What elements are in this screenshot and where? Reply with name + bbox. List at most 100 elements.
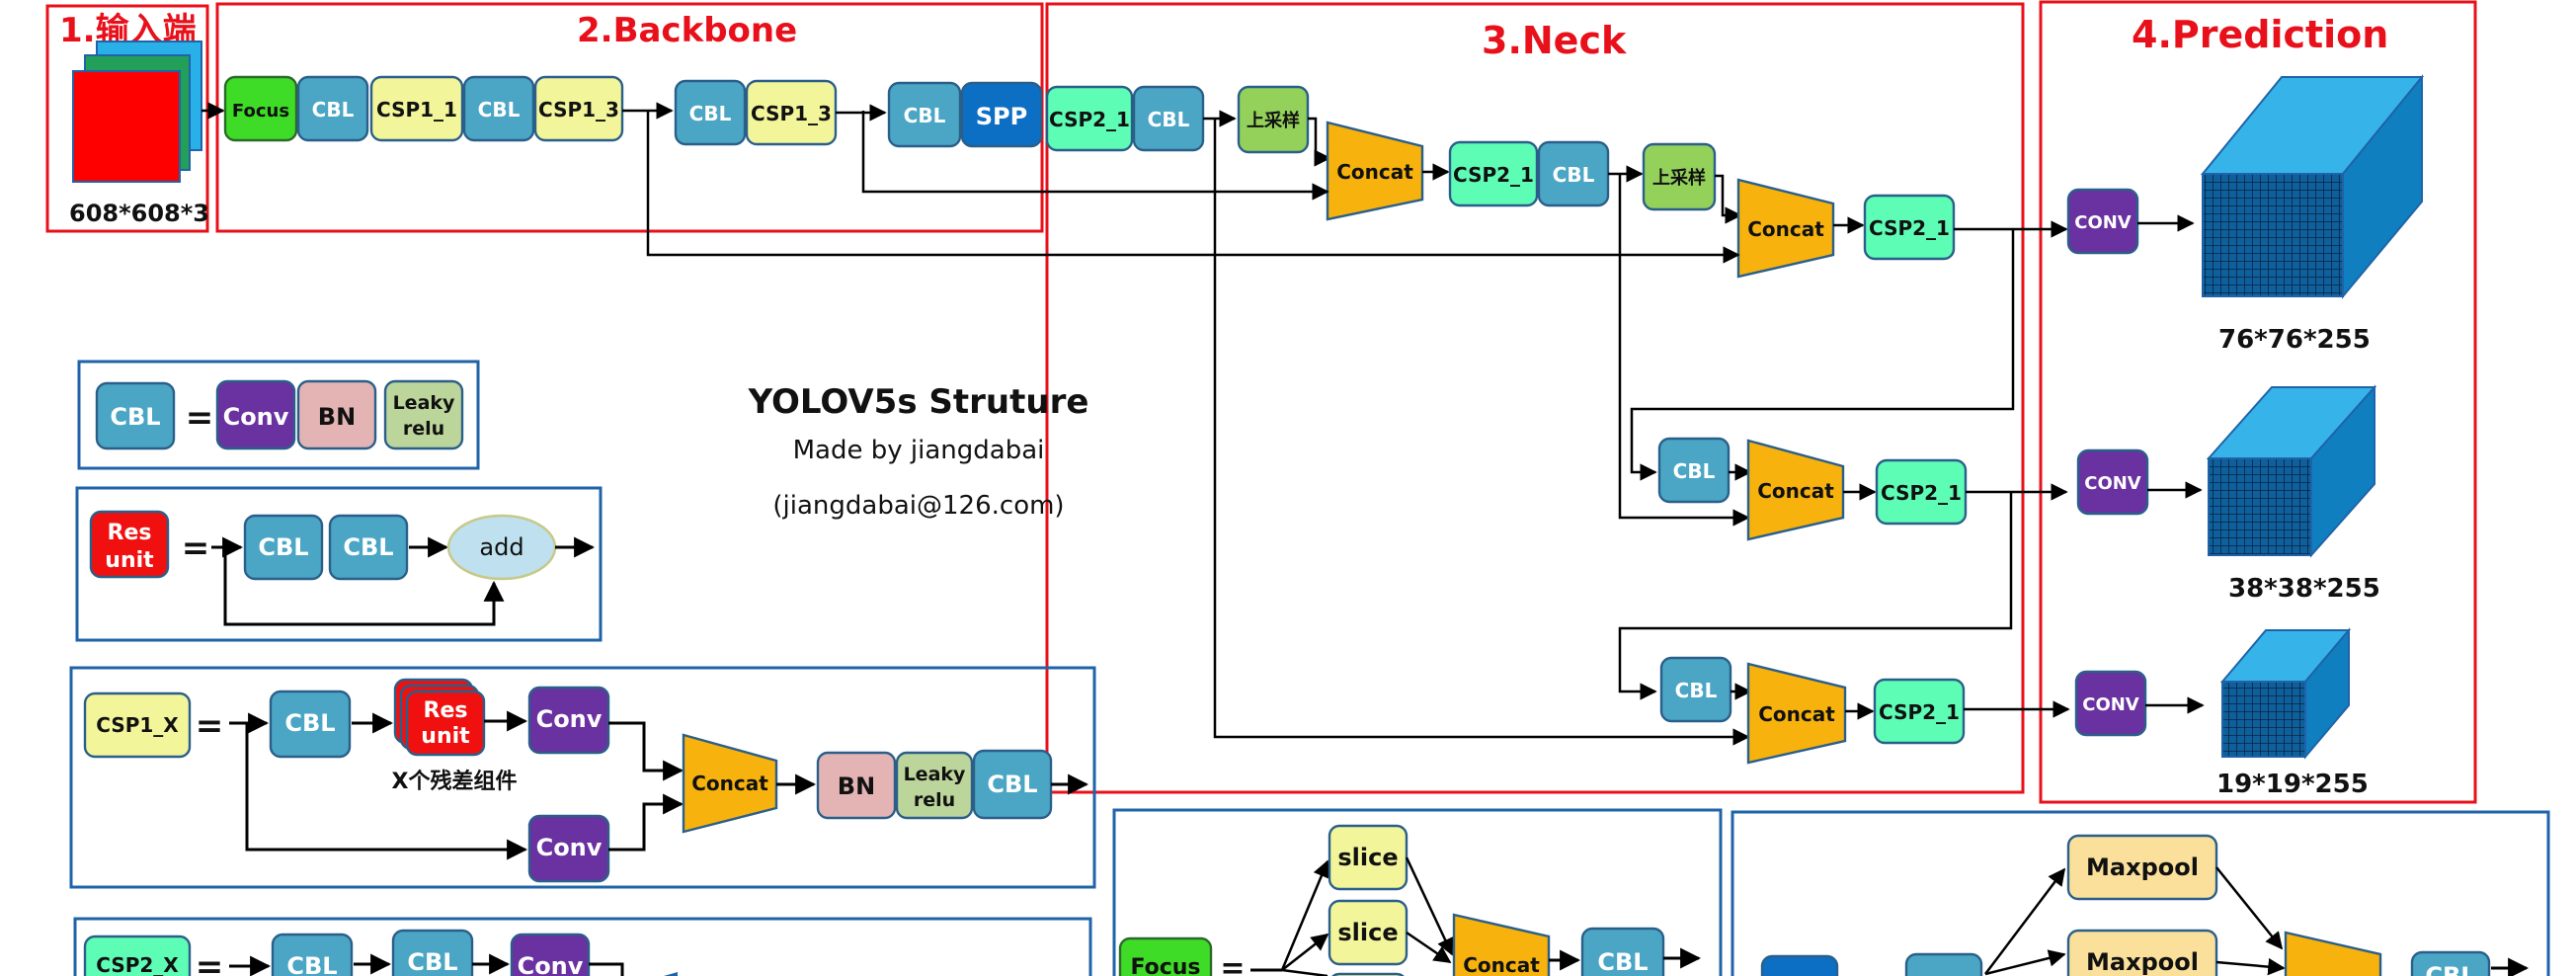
- cbl-block-neck-4: CBL: [1659, 656, 1732, 723]
- svg-text:CBL: CBL: [1597, 948, 1648, 976]
- svg-text:slice: slice: [1337, 844, 1398, 871]
- csp2-1-block-neck-1: CSP2_1: [1045, 85, 1134, 152]
- concat-block-1: Concat: [1326, 121, 1424, 221]
- output-cube-1: [2200, 74, 2425, 299]
- focus-block: Focus: [223, 75, 298, 142]
- svg-text:上采样: 上采样: [1652, 167, 1706, 189]
- conv-block-pred-3: CONV: [2074, 670, 2147, 737]
- legend-maxpool-2: Maxpool: [2066, 929, 2218, 976]
- arrow-slice-2-concat: [1406, 931, 1452, 964]
- legend-csp1x-equals: =: [196, 706, 224, 746]
- legend-csp1x-resunit-stack: Res unit: [393, 678, 486, 757]
- arrow-maxpool-2-concat: [2215, 957, 2286, 976]
- upsample-block-2: 上采样: [1642, 142, 1717, 211]
- upsample-block-1: 上采样: [1237, 85, 1310, 154]
- svg-text:CBL: CBL: [689, 102, 732, 125]
- svg-text:Conv: Conv: [223, 403, 289, 431]
- neck-section-frame: [1045, 2, 2025, 794]
- legend-slice-1: slice: [1328, 824, 1409, 891]
- svg-text:CBL: CBL: [1148, 108, 1190, 131]
- legend-focus-cbl: CBL: [1580, 927, 1665, 976]
- skip-cbl1-to-concat4: [1213, 119, 1750, 746]
- legend-spp-concat-partial: [2284, 931, 2382, 976]
- svg-text:CBL: CBL: [258, 533, 308, 561]
- prediction-section-frame: [2039, 0, 2477, 804]
- svg-text:CBL: CBL: [1675, 679, 1718, 702]
- cbl-block-backbone-3: CBL: [674, 79, 747, 146]
- skip-csp1-3a-to-concat2: [646, 111, 1740, 264]
- svg-text:BN: BN: [318, 403, 356, 431]
- svg-text:Concat: Concat: [691, 772, 768, 795]
- arrow-csp1-conv2-concat: [608, 793, 684, 852]
- svg-text:CSP1_X: CSP1_X: [96, 713, 179, 737]
- svg-text:Focus: Focus: [232, 101, 289, 122]
- svg-text:Maxpool: Maxpool: [2086, 854, 2199, 881]
- legend-spp-cbl-end-partial: [2410, 950, 2491, 976]
- legend-csp1x-block: CSP1_X: [83, 691, 192, 759]
- legend-spp-block-partial: [1760, 954, 1839, 976]
- svg-text:Maxpool: Maxpool: [2086, 948, 2199, 976]
- svg-text:CSP2_1: CSP2_1: [1453, 163, 1534, 187]
- input-size-label: 608*608*3: [69, 200, 209, 227]
- legend-spp-cbl-end-label: CBL: [2425, 962, 2475, 976]
- svg-text:CSP2_1: CSP2_1: [1869, 216, 1950, 240]
- legend-resunit-equals: =: [182, 529, 210, 568]
- concat-block-4: Concat: [1746, 662, 1847, 765]
- svg-text:CBL: CBL: [1553, 163, 1595, 187]
- svg-text:slice: slice: [1337, 919, 1398, 946]
- svg-text:Concat: Concat: [1336, 160, 1413, 184]
- svg-text:Conv: Conv: [518, 952, 584, 976]
- cbl-block-backbone-4: CBL: [887, 81, 962, 148]
- legend-csp1x-cbl-end: CBL: [972, 749, 1053, 820]
- arrow-up2-to-concat2: [1715, 174, 1742, 224]
- csp2-1-block-neck-2: CSP2_1: [1448, 140, 1539, 207]
- svg-text:CBL: CBL: [987, 771, 1037, 798]
- legend-spp-frame: [1731, 810, 2550, 976]
- svg-text:CONV: CONV: [2084, 473, 2141, 494]
- diagram-title: YOLOV5s Struture: [748, 382, 1089, 422]
- svg-text:Concat: Concat: [1747, 217, 1824, 241]
- legend-focus-equals: =: [1220, 951, 1245, 976]
- spp-block: SPP: [960, 81, 1043, 148]
- legend-csp2x-equals: =: [196, 947, 224, 976]
- legend-leaky-relu-block: Leaky relu: [383, 379, 464, 450]
- svg-text:CSP2_1: CSP2_1: [1881, 481, 1962, 505]
- svg-text:add: add: [479, 533, 523, 561]
- legend-csp1x-conv-bottom: Conv: [527, 814, 610, 883]
- output-cube-2: [2206, 384, 2377, 558]
- legend-csp1x-bn: BN: [816, 751, 897, 820]
- svg-text:CSP1_3: CSP1_3: [538, 98, 619, 122]
- legend-csp1x-conv-top: Conv: [527, 686, 610, 755]
- res-shortcut: [223, 547, 505, 626]
- section-title-backbone: 2.Backbone: [577, 11, 797, 50]
- legend-maxpool-1: Maxpool: [2066, 834, 2218, 901]
- concat-block-3: Concat: [1746, 439, 1845, 541]
- svg-text:Focus: Focus: [1130, 955, 1200, 976]
- cbl-block-neck-1: CBL: [1132, 85, 1205, 152]
- legend-csp2x-blue-tip: [664, 972, 678, 976]
- csp1-1-block: CSP1_1: [369, 75, 464, 142]
- csp2-1-block-neck-5: CSP2_1: [1873, 678, 1966, 745]
- legend-csp1x-leaky: Leaky relu: [895, 751, 974, 820]
- legend-slice-2: slice: [1328, 899, 1409, 966]
- svg-text:CBL: CBL: [343, 533, 393, 561]
- legend-csp2x-conv: Conv: [510, 933, 591, 976]
- arrow-slice-1-concat: [1405, 856, 1454, 956]
- svg-text:relu: relu: [403, 418, 444, 440]
- legend-bn-block: BN: [296, 379, 377, 450]
- svg-text:CSP2_X: CSP2_X: [96, 953, 179, 976]
- svg-text:CBL: CBL: [904, 104, 946, 127]
- svg-text:Conv: Conv: [536, 834, 603, 861]
- arrow-up1-to-concat1: [1308, 117, 1331, 167]
- svg-text:unit: unit: [105, 548, 154, 573]
- legend-cbl-equals: =: [186, 398, 214, 438]
- svg-text:CBL: CBL: [478, 98, 521, 122]
- legend-csp1x-cbl: CBL: [269, 690, 352, 759]
- svg-text:relu: relu: [914, 789, 955, 811]
- svg-text:CSP1_1: CSP1_1: [376, 98, 457, 122]
- csp2-1-block-neck-4: CSP2_1: [1875, 458, 1968, 526]
- cbl-block-neck-3: CBL: [1657, 437, 1731, 504]
- output-cube-3: [2219, 627, 2352, 760]
- svg-text:CBL: CBL: [312, 98, 355, 122]
